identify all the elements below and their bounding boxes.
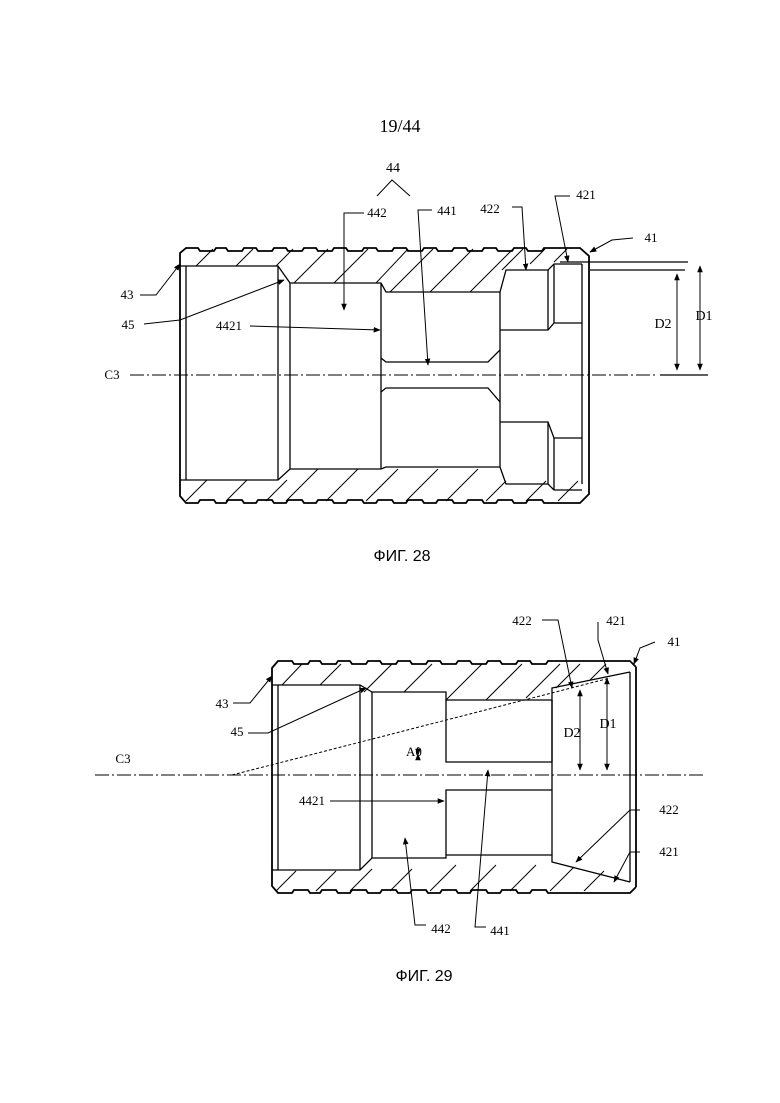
label-d1: D1 <box>695 309 712 324</box>
label-c3: C3 <box>115 751 130 766</box>
label-a0: A0 <box>406 744 422 759</box>
label-43: 43 <box>216 696 229 711</box>
fig29-hatch-bottom <box>276 865 604 891</box>
label-d2: D2 <box>563 726 580 741</box>
label-422-top: 422 <box>512 613 532 628</box>
label-43: 43 <box>121 287 134 302</box>
label-441: 441 <box>490 923 510 938</box>
label-442: 442 <box>431 921 451 936</box>
label-421-bottom: 421 <box>659 844 679 859</box>
fig29-hatch-top <box>282 664 606 700</box>
label-441: 441 <box>437 203 457 218</box>
fig29-outer-bottom <box>272 870 636 893</box>
label-c3: C3 <box>104 367 119 382</box>
label-422: 422 <box>480 201 500 216</box>
label-45: 45 <box>231 724 244 739</box>
fig29-bore-top <box>272 672 630 700</box>
label-44: 44 <box>386 161 400 176</box>
label-d2: D2 <box>654 317 671 332</box>
label-422-bottom: 422 <box>659 802 679 817</box>
figure-29: 422 421 41 43 45 C3 D2 D1 A0 4421 422 42… <box>95 613 705 985</box>
figure-28: 44 442 441 422 421 41 43 45 4421 C3 D2 D… <box>104 161 712 565</box>
caption-fig-28: ФИГ. 28 <box>373 548 430 565</box>
label-41: 41 <box>645 230 658 245</box>
label-421-top: 421 <box>606 613 626 628</box>
label-45: 45 <box>122 317 135 332</box>
label-4421: 4421 <box>299 793 325 808</box>
fig28-hatch-bottom <box>186 469 578 501</box>
caption-fig-29: ФИГ. 29 <box>395 968 452 985</box>
label-4421: 4421 <box>216 318 242 333</box>
label-421: 421 <box>576 187 596 202</box>
label-41: 41 <box>668 634 681 649</box>
label-d1: D1 <box>599 717 616 732</box>
page-number: 19/44 <box>379 116 420 136</box>
fig28-outer-top <box>180 248 589 266</box>
fig29-bore-bottom <box>272 855 630 882</box>
label-442: 442 <box>367 205 387 220</box>
